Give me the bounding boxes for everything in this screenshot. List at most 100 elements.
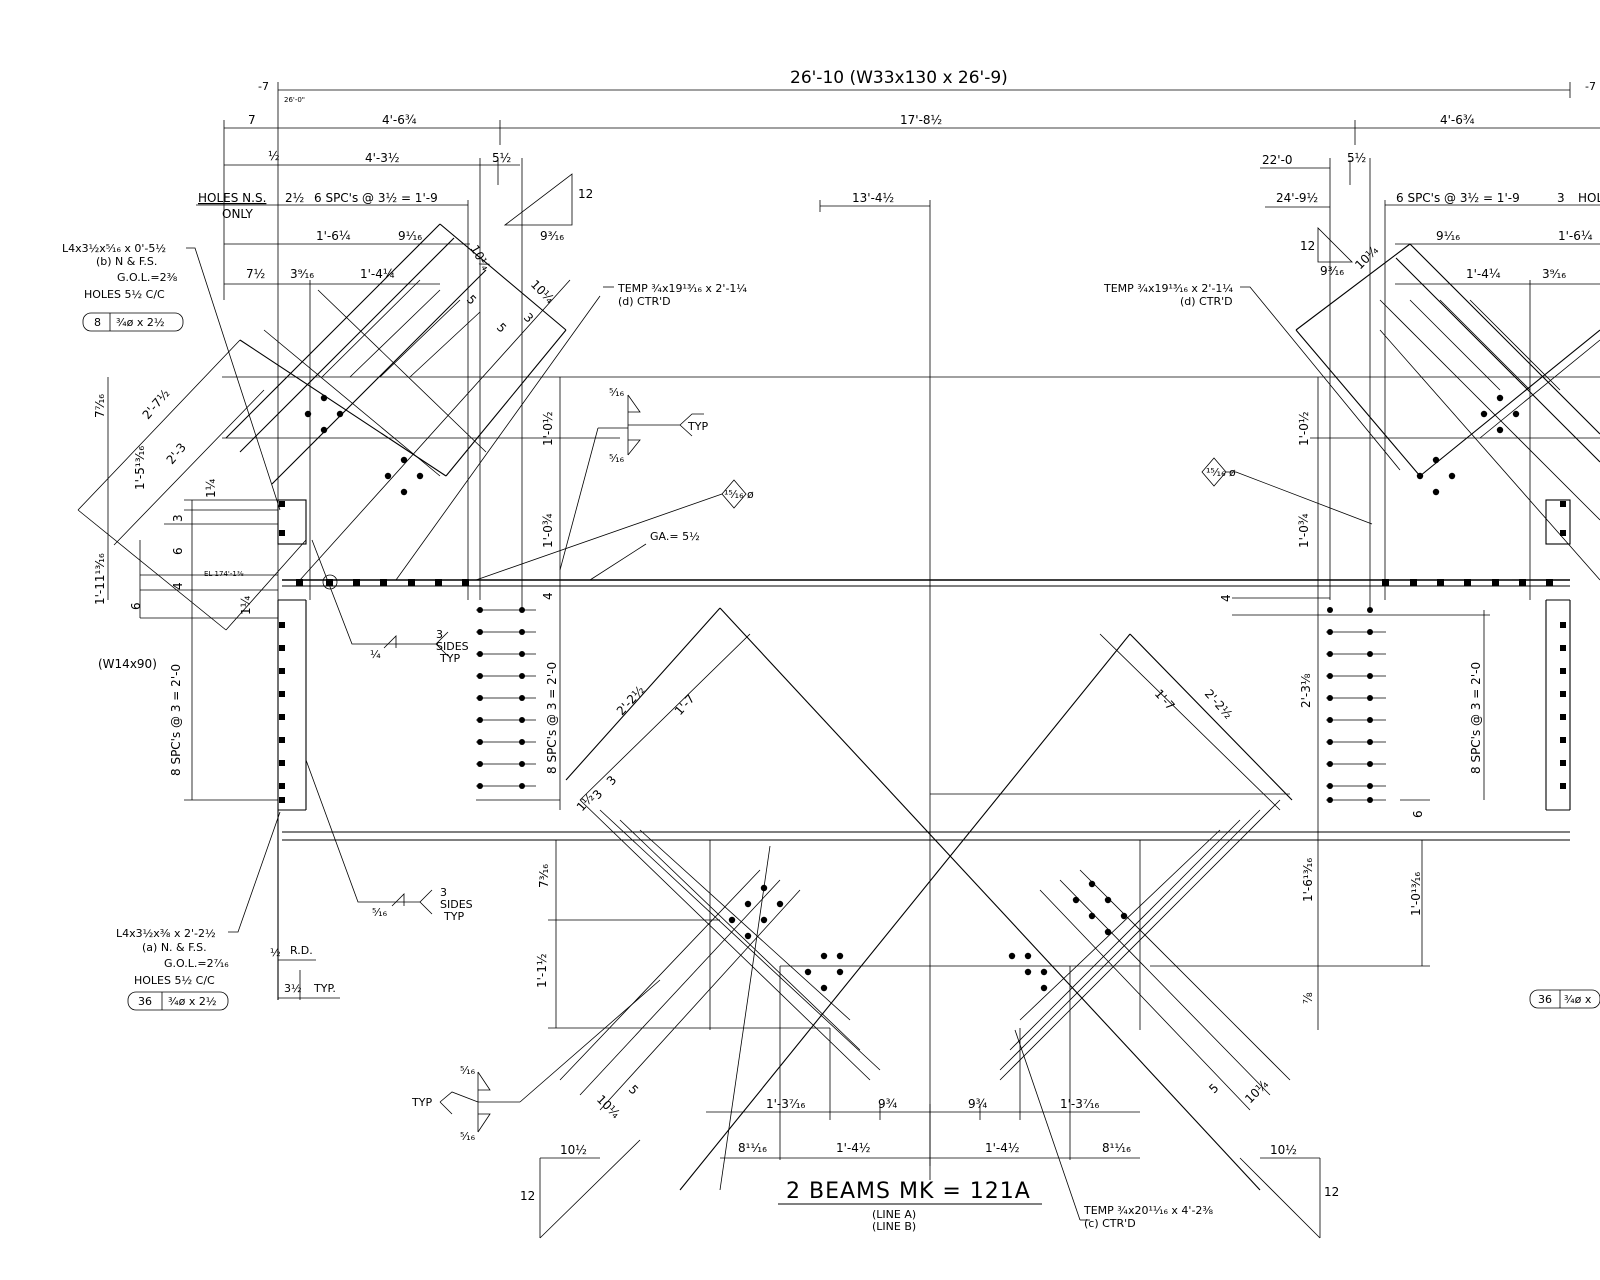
bolt-desc-b: ¾ø x 2½ [116,316,165,329]
bd-1-3-7-16-right: 1'-3⁷⁄₁₆ [1060,1097,1100,1111]
dim-4-6-3-4-right: 4'-6¾ [1440,113,1475,127]
dim-5: 5 [464,292,479,307]
bolt-qty-a-right: 36 [1538,993,1552,1006]
temp-left-callout: TEMP ¾x19¹³⁄₁₆ x 2'-1¼ (d) CTR'D [603,282,747,308]
angle-b-line3: G.O.L.=2⅜ [117,271,178,284]
brace-upper-right [1295,243,1600,581]
weld-left-bottom-t2: SIDES [440,898,473,911]
bd-12-right: 12 [1324,1185,1339,1199]
subtitle-line-b: (LINE B) [872,1220,916,1233]
bd-8-11-16-right: 8¹¹⁄₁₆ [1102,1141,1131,1155]
mv-4: 4 [541,592,555,600]
dim-5-1-2-left: 5½ [492,151,511,165]
mid-vertical-dims: 1'-0½ 1'-0¾ 4 8 SPC's @ 3 = 2'-0 7³⁄₁₆ 1… [535,377,830,1029]
mv-1-0-1-2: 1'-0½ [541,411,555,446]
angle-b-line2: (b) N & F.S. [96,255,157,268]
weld-left-bottom-size: ⁵⁄₁₆ [372,906,388,919]
dim-13-4-1-2: 13'-4½ [852,191,894,205]
temp-bottom-callout: TEMP ¾x20¹¹⁄₁₆ x 4'-2⅜ (c) CTR'D [1083,1204,1213,1230]
bd-10-1-2: 10½ [560,1143,587,1157]
rv-1-0-1-2: 1'-0½ [1297,411,1311,446]
xd-1-7: 1'-7 [672,692,698,718]
dim-9-1-16: 9¹⁄₁₆ [398,229,422,243]
slope-triangle-left [503,173,573,226]
title-text: 2 BEAMS MK = 121A [786,1179,1031,1204]
lv-7-7-16: 7⁷⁄₁₆ [93,394,107,418]
bolt-qty-b: 8 [94,316,101,329]
weld-left-top: ¼ 3 SIDES TYP [311,539,469,665]
dim-7-1-2: 7½ [246,267,265,281]
weld-symbol-lower: TYP ⁵⁄₁₆ ⁵⁄₁₆ [411,979,661,1143]
lv-2-3: 2'-3 [164,440,189,467]
holes-right-label: HOL [1578,191,1600,205]
lv-elevation: EL 174'-1⅜ [204,570,244,578]
lv-6: 6 [171,547,185,555]
lv-2-7-1-2: 2'-7½ [140,386,173,421]
web-bolts-right [1326,607,1386,803]
lv-1-1-4: 1¼ [204,478,218,498]
rv-6: 6 [1411,810,1425,818]
ga-text: GA.= 5½ [650,530,700,543]
holes-ns-only-label: HOLES N.S. [198,191,266,205]
dim-9-3-16-right: 9³⁄₁₆ [1320,264,1344,278]
dim-1-4-1-4-right: 1'-4¼ [1466,267,1501,281]
hole-dia-left-label: ¹⁵⁄₁₆ ø [724,488,754,501]
weld-size-upper-b: ⁵⁄₁₆ [609,452,625,465]
typ-dot: TYP. [313,982,336,995]
weld-left-bottom: ⁵⁄₁₆ 3 SIDES TYP [305,759,473,923]
temp-right-line1: TEMP ¾x19¹³⁄₁₆ x 2'-1¼ [1103,282,1233,295]
temp-right-callout: TEMP ¾x19¹³⁄₁₆ x 2'-1¼ (d) CTR'D [1103,282,1401,471]
xd-2-2-1-2-right: 2'-2½ [1202,687,1236,722]
dim-1-2: ½ [268,149,280,163]
temp-left-line1: TEMP ¾x19¹³⁄₁₆ x 2'-1¼ [617,282,747,295]
spacing-left: 6 SPC's @ 3½ = 1'-9 [314,191,438,205]
left-column [277,499,307,1000]
dim-3: 3 [521,310,536,325]
dim-3-right: 3 [1557,191,1565,205]
dim-1-6-1-4: 1'-6¼ [316,229,351,243]
temp-bottom-line2: (c) CTR'D [1084,1217,1136,1230]
top-dimension-lines [196,82,1600,1180]
weld-typ-lower: TYP [411,1096,432,1109]
bd-9-3-4: 9¾ [878,1097,898,1111]
dim-22-0: 22'-0 [1262,153,1293,167]
weld-left-top-t1: 3 [436,628,443,641]
bd-1-3-7-16: 1'-3⁷⁄₁₆ [766,1097,806,1111]
top-flange-bolts [296,574,1553,590]
dim-5-b: 5 [494,320,509,335]
bd-1-4-1-2: 1'-4½ [836,1141,871,1155]
dim-12-right: 12 [1300,239,1315,253]
weld-left-top-t2: SIDES [436,640,469,653]
weld-left-top-size: ¼ [370,648,381,661]
bd-12: 12 [520,1189,535,1203]
temp-right-line2: (d) CTR'D [1180,295,1233,308]
dim-10-1-4-right: 10¼ [1352,243,1381,272]
x-bracing [559,607,1293,1221]
mv-1-0-3-4: 1'-0¾ [541,513,555,548]
drawing-title: 2 BEAMS MK = 121A (LINE A) (LINE B) [778,1179,1042,1233]
angle-a-line3: G.O.L.=2⁷⁄₁₆ [164,957,229,970]
bd-1-4-1-2-right: 1'-4½ [985,1141,1020,1155]
lv-1-11-13-16: 1'-11¹³⁄₁₆ [93,553,107,605]
hole-dia-right-label: ¹⁵⁄₁₆ ø [1206,466,1236,479]
xd-3a: 3 [604,773,620,788]
angle-a-line2: (a) N. & F.S. [142,941,207,954]
rd-typ: R.D. ½ 3½ TYP. [270,944,340,1000]
rv-4: 4 [1219,594,1233,602]
dim-9-3-16: 9³⁄₁₆ [540,229,564,243]
weld-left-bottom-t1: 3 [440,886,447,899]
overall-dimension: 26'-10 (W33x130 x 26'-9) [790,68,1008,88]
ga-label: GA.= 5½ [589,530,700,581]
dim-9-1-16-right: 9¹⁄₁₆ [1436,229,1460,243]
weld-left-bottom-t3: TYP [443,910,464,923]
hole-dia-left: ¹⁵⁄₁₆ ø [475,479,754,581]
dim-2-1-2: 2½ [285,191,304,205]
dim-12: 12 [578,187,593,201]
dim-4-6-3-4-left: 4'-6¾ [382,113,417,127]
lv-4: 4 [171,582,185,590]
dim-3-9-16: 3⁹⁄₁₆ [290,267,314,281]
angle-b-line1: L4x3½x⁵⁄₁₆ x 0'-5½ [62,242,166,255]
spacing-right: 6 SPC's @ 3½ = 1'-9 [1396,191,1520,205]
x-brace-bolts [728,880,1128,992]
